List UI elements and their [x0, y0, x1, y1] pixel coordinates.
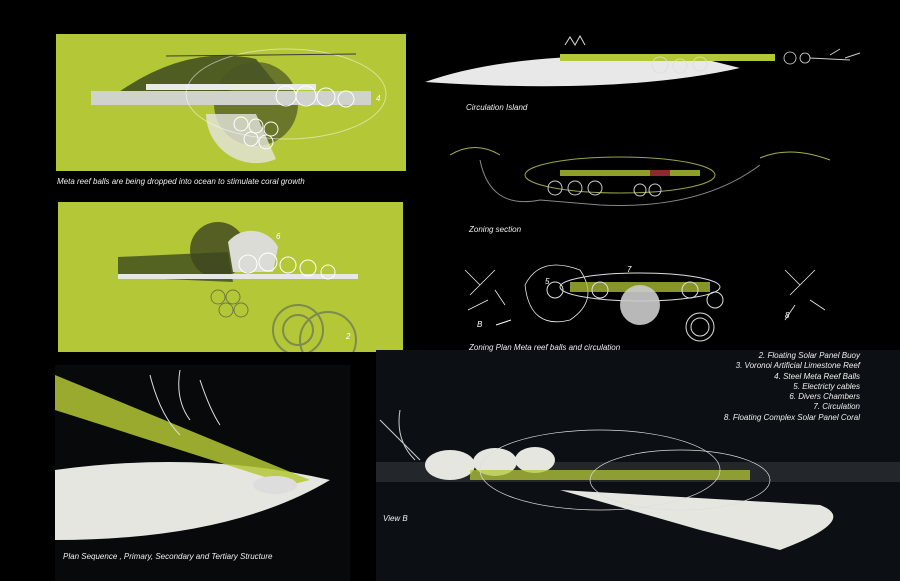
caption-view-b: View B — [383, 514, 408, 523]
legend-item: 3. Voronoi Artificial Limestone Reef — [735, 361, 860, 371]
marker-2: 2 — [346, 332, 351, 341]
divers-chamber-render — [118, 222, 358, 352]
caption-reef-balls: Meta reef balls are being dropped into o… — [57, 177, 305, 186]
caption-zoning-plan: Zoning Plan Meta reef balls and circulat… — [469, 343, 621, 352]
legend-item: 2. Floating Solar Panel Buoy — [758, 351, 860, 360]
marker-5: 5 — [545, 277, 550, 286]
reef-ball-drop-panel: 4 — [56, 34, 406, 171]
marker-8: 8 — [785, 311, 790, 320]
caption-zoning-section: Zoning section — [469, 225, 522, 234]
legend-item: 4. Steel Meta Reef Balls — [774, 371, 860, 381]
marker-6: 6 — [276, 232, 281, 241]
legend-item: 5. Electricty cables — [793, 381, 860, 391]
legend: 2. Floating Solar Panel Buoy 3. Voronoi … — [724, 351, 860, 423]
marker-b: B — [477, 320, 483, 329]
zoning-section-render — [449, 147, 831, 206]
legend-item: 7. Circulation — [813, 402, 860, 412]
zoning-plan-render — [464, 264, 826, 342]
caption-plan-sequence: Plan Sequence , Primary, Secondary and T… — [63, 552, 273, 561]
marker-4: 4 — [376, 94, 381, 103]
circulation-island-render — [425, 34, 861, 87]
legend-item: 8. Floating Complex Solar Panel Coral — [723, 412, 860, 422]
plan-sequence-render — [55, 365, 350, 581]
reef-ball-render — [91, 48, 387, 164]
divers-chamber-panel: 6 2 — [58, 202, 403, 352]
legend-item: 6. Divers Chambers — [789, 392, 860, 402]
marker-7: 7 — [627, 265, 632, 274]
caption-circulation-island: Circulation Island — [466, 103, 528, 112]
